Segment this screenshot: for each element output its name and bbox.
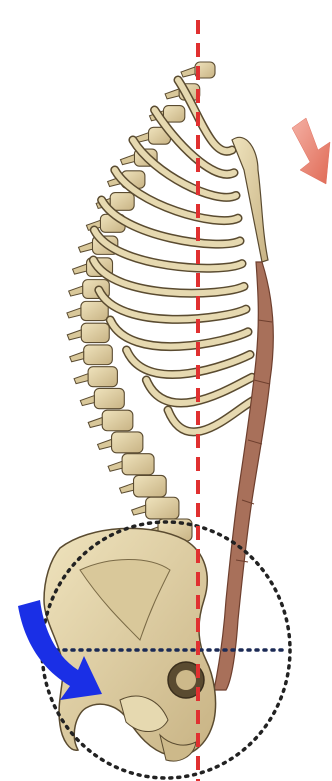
spinous-process (78, 242, 92, 252)
spinous-process (70, 352, 84, 362)
vertebra (84, 345, 113, 365)
vertebra (88, 367, 117, 387)
vertebra (163, 106, 184, 123)
spinous-process (108, 461, 122, 471)
spinous-process (69, 286, 83, 296)
vertebra (134, 475, 167, 496)
vertebra (94, 388, 124, 408)
spinous-process (73, 264, 87, 274)
vertebra (81, 323, 109, 342)
spinous-process (120, 483, 134, 493)
spinous-process (74, 374, 88, 384)
arrow-down-right-icon (292, 118, 330, 184)
rib-highlight (127, 350, 250, 375)
spinous-process (80, 396, 94, 406)
spine (67, 62, 215, 541)
spinous-process (120, 155, 134, 165)
spinous-process (67, 330, 81, 340)
vertebra (112, 432, 143, 453)
vertebra (110, 193, 134, 211)
rib-highlight (178, 80, 232, 151)
spinous-process (98, 439, 112, 449)
vertebra (146, 497, 179, 519)
spinous-process (88, 417, 102, 427)
vertebra (102, 410, 133, 431)
abdominal-muscle (214, 262, 273, 690)
spinous-process (67, 308, 81, 318)
vertebra (122, 454, 154, 475)
spinous-process (132, 505, 146, 515)
spinous-process (165, 89, 179, 99)
pelvis (44, 528, 216, 761)
spinous-process (181, 67, 195, 77)
